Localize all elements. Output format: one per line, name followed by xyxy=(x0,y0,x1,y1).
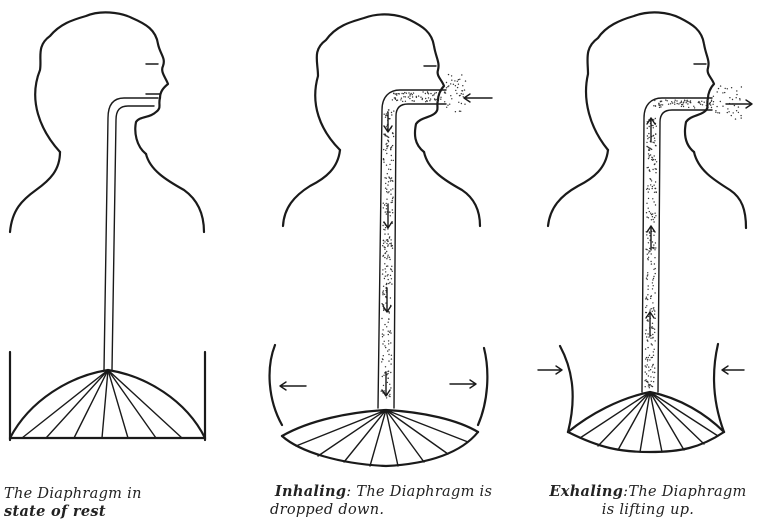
caption-inhaling-rest: : The Diaphragm is xyxy=(346,484,492,500)
panel-inhaling xyxy=(270,14,492,466)
caption-rest-bold: state of rest xyxy=(4,503,106,520)
exhale-left-arrow xyxy=(538,366,562,374)
caption-rest-line1: The Diaphragm in xyxy=(4,485,204,503)
rest-right-shoulder xyxy=(146,154,204,232)
caption-inhaling-bold: Inhaling xyxy=(275,483,346,500)
caption-exhaling-line2: is lifting up. xyxy=(537,501,759,519)
inhale-diaphragm xyxy=(282,410,478,466)
rest-windpipe-inner xyxy=(112,106,154,370)
exhale-diaphragm xyxy=(568,392,724,452)
exhale-right-side xyxy=(714,344,724,432)
rest-head-outline xyxy=(35,12,168,154)
exhale-right-arrow xyxy=(722,366,744,374)
inhale-air-dots xyxy=(381,74,467,399)
inhale-left-arrow xyxy=(280,382,306,390)
panel-exhaling xyxy=(538,12,752,452)
rest-diaphragm xyxy=(10,370,205,438)
caption-exhaling: Exhaling:The Diaphragm is lifting up. xyxy=(537,483,759,519)
inhale-left-side xyxy=(270,345,282,425)
inhale-head-outline xyxy=(315,14,444,152)
caption-exhaling-rest: :The Diaphragm xyxy=(623,484,746,500)
inhale-airflow-arrow xyxy=(464,94,492,102)
inhale-left-shoulder xyxy=(283,150,340,226)
exhale-left-shoulder xyxy=(548,150,608,226)
inhale-down-arrows xyxy=(382,112,392,396)
caption-rest: The Diaphragm in state of rest xyxy=(4,485,204,521)
caption-inhaling-line2: dropped down. xyxy=(270,501,530,519)
caption-inhaling: Inhaling: The Diaphragm is dropped down. xyxy=(270,483,530,519)
exhale-left-side xyxy=(560,346,573,432)
exhale-windpipe-inner xyxy=(658,110,712,392)
exhale-right-shoulder xyxy=(694,152,746,228)
exhale-head-outline xyxy=(586,12,714,152)
inhale-right-arrow xyxy=(450,380,476,388)
panel-rest xyxy=(10,12,205,440)
exhale-up-arrows xyxy=(646,118,655,336)
inhale-right-side xyxy=(478,348,487,425)
rest-left-shoulder xyxy=(10,152,60,232)
inhale-right-shoulder xyxy=(424,152,480,226)
caption-exhaling-bold: Exhaling xyxy=(549,483,623,500)
